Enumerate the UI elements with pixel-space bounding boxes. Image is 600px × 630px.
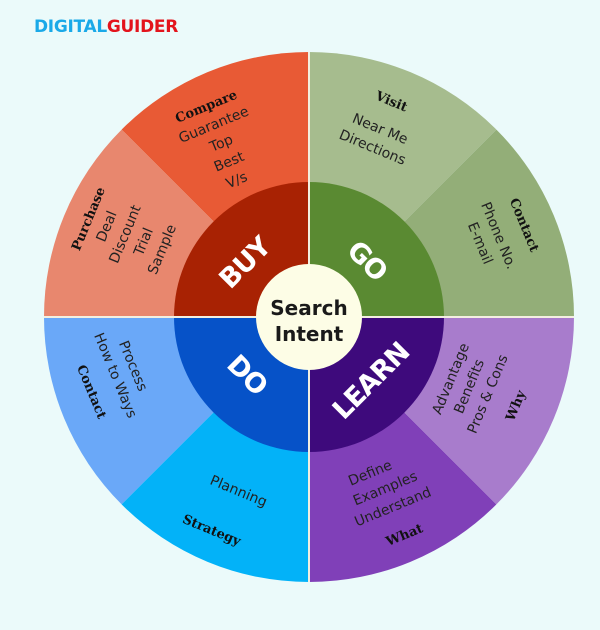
keyword: V/s [224, 169, 250, 192]
brand-logo-part2: GUIDER [106, 17, 178, 37]
hub-title-line1: Search [270, 296, 347, 320]
brand-logo: DIGITALGUIDER [34, 17, 178, 37]
hub-circle [256, 264, 362, 370]
brand-logo-part1: DIGITAL [34, 17, 107, 37]
hub-title-line2: Intent [275, 322, 344, 346]
